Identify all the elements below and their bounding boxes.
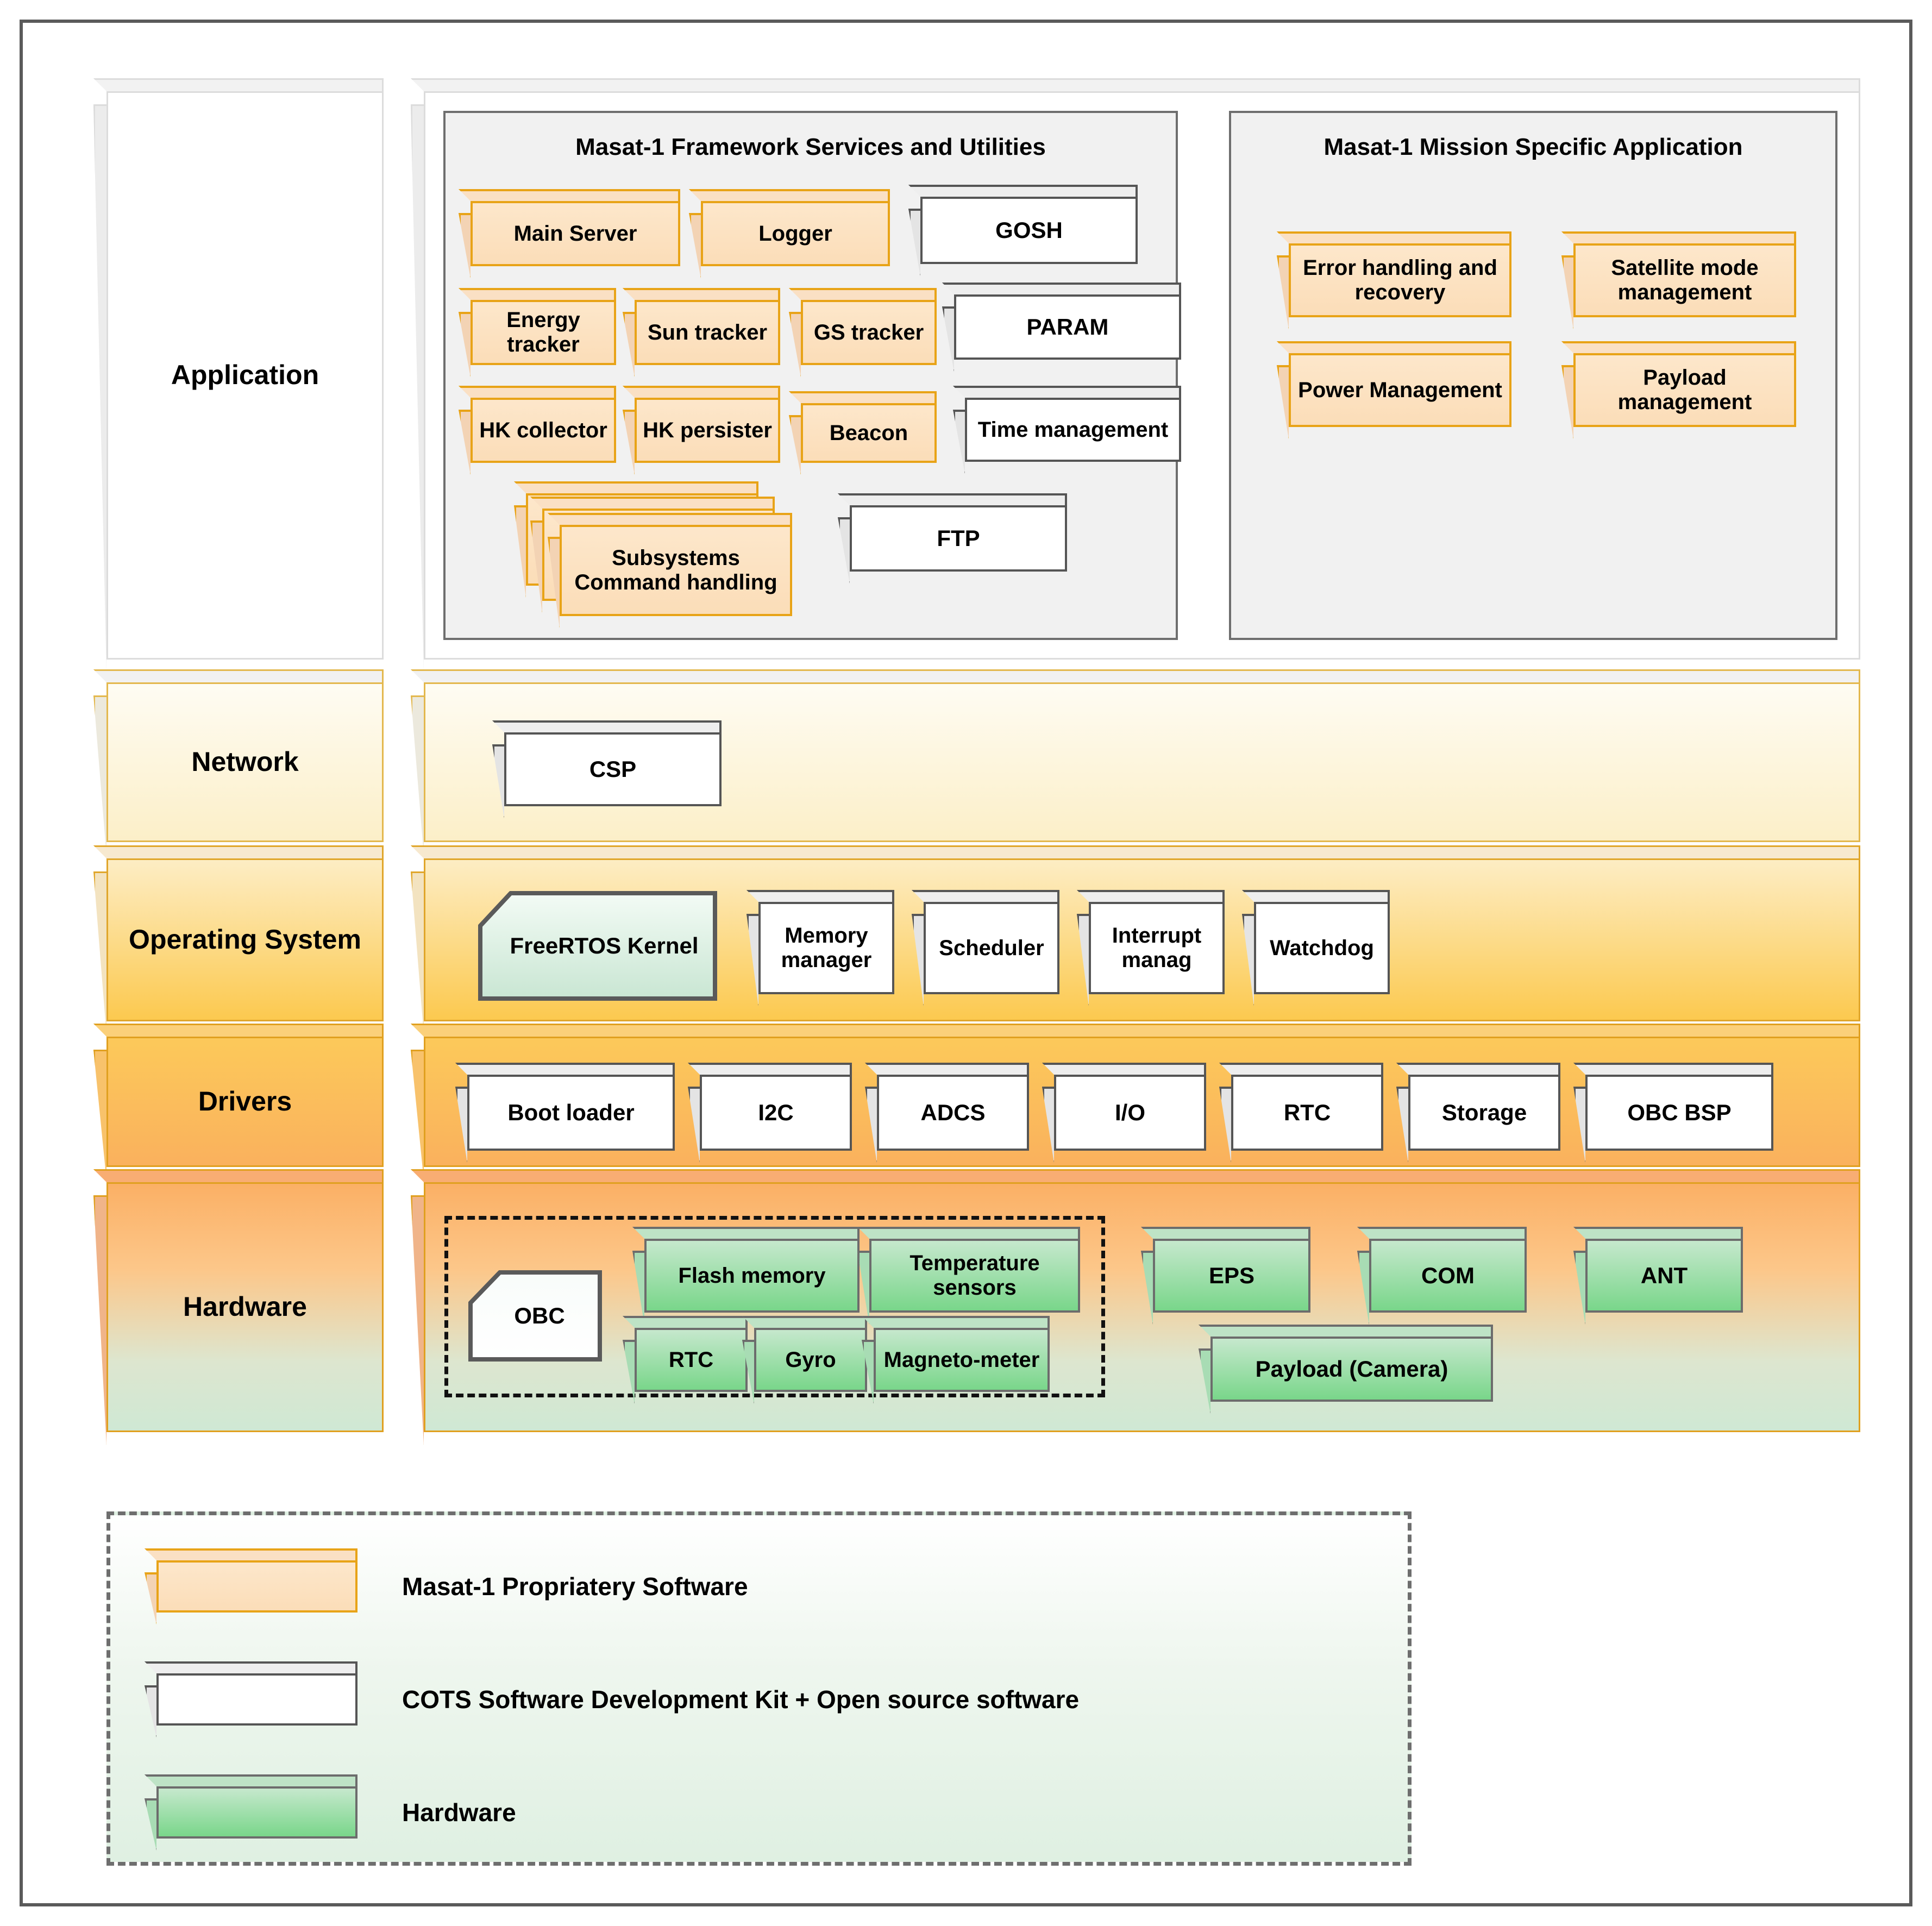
- legend-label-proprietary: Masat-1 Propriatery Software: [402, 1572, 748, 1601]
- hw-box-temperature-sensors[interactable]: Temperature sensors: [857, 1227, 1080, 1325]
- layer-label-drivers-text: Drivers: [106, 1037, 384, 1167]
- layer-label-hardware: Hardware: [93, 1169, 384, 1445]
- legend-label-hardware: Hardware: [402, 1798, 516, 1827]
- hw-box-eps[interactable]: EPS: [1141, 1227, 1310, 1325]
- app-box-gosh[interactable]: GOSH: [908, 185, 1138, 276]
- driver-box-i2c[interactable]: I2C: [688, 1063, 852, 1163]
- mission-specific-panel-title: Masat-1 Mission Specific Application: [1323, 134, 1743, 160]
- legend-swatch-cots: [145, 1661, 357, 1737]
- app-box-main-server[interactable]: Main Server: [459, 189, 680, 278]
- app-box-logger[interactable]: Logger: [689, 189, 890, 278]
- hw-box-payload-camera[interactable]: Payload (Camera): [1199, 1325, 1493, 1414]
- mission-box-payload-management[interactable]: Payload management: [1561, 341, 1796, 439]
- driver-box-boot-loader[interactable]: Boot loader: [455, 1063, 675, 1163]
- app-box-time-management[interactable]: Time management: [953, 386, 1181, 474]
- layer-label-network-text: Network: [106, 682, 384, 842]
- driver-box-io[interactable]: I/O: [1042, 1063, 1206, 1163]
- app-box-beacon[interactable]: Beacon: [789, 391, 937, 475]
- layer-label-operating-system-text: Operating System: [106, 858, 384, 1021]
- hw-box-ant[interactable]: ANT: [1573, 1227, 1743, 1325]
- os-box-freertos-kernel-label: FreeRTOS Kernel: [510, 933, 699, 959]
- hw-box-gyro[interactable]: Gyro: [742, 1316, 867, 1404]
- legend-swatch-proprietary: [145, 1548, 357, 1624]
- os-box-freertos-kernel[interactable]: FreeRTOS Kernel: [478, 891, 717, 1001]
- hw-box-magnetometer[interactable]: Magneto-meter: [862, 1316, 1050, 1404]
- obc-group-boundary: [444, 1216, 1105, 1397]
- driver-box-storage[interactable]: Storage: [1396, 1063, 1560, 1163]
- layer-label-hardware-text: Hardware: [106, 1182, 384, 1432]
- app-box-hk-persister[interactable]: HK persister: [623, 386, 780, 475]
- hw-box-com[interactable]: COM: [1357, 1227, 1527, 1325]
- driver-box-rtc[interactable]: RTC: [1219, 1063, 1383, 1163]
- hw-box-flash-memory[interactable]: Flash memory: [632, 1227, 860, 1325]
- network-box-csp[interactable]: CSP: [492, 720, 722, 818]
- mission-box-satellite-mode[interactable]: Satellite mode management: [1561, 231, 1796, 329]
- mission-box-power-management[interactable]: Power Management: [1277, 341, 1511, 439]
- hw-box-rtc[interactable]: RTC: [623, 1316, 748, 1404]
- app-box-gs-tracker[interactable]: GS tracker: [789, 288, 937, 377]
- legend-swatch-hardware: [145, 1774, 357, 1850]
- os-box-scheduler[interactable]: Scheduler: [912, 890, 1059, 1006]
- framework-services-panel-title: Masat-1 Framework Services and Utilities: [575, 134, 1046, 160]
- app-box-param[interactable]: PARAM: [942, 283, 1181, 372]
- hw-box-obc[interactable]: OBC: [468, 1270, 602, 1362]
- app-box-hk-collector[interactable]: HK collector: [459, 386, 616, 475]
- document-shape-icon: [478, 891, 717, 1001]
- layer-label-application-text: Application: [106, 91, 384, 660]
- os-box-interrupt-manager[interactable]: Interrupt manag: [1077, 890, 1225, 1006]
- driver-box-adcs[interactable]: ADCS: [865, 1063, 1029, 1163]
- os-box-memory-manager[interactable]: Memory manager: [747, 890, 894, 1006]
- legend-label-cots: COTS Software Development Kit + Open sou…: [402, 1685, 1080, 1714]
- app-box-sun-tracker[interactable]: Sun tracker: [623, 288, 780, 377]
- layer-label-application: Application: [93, 78, 384, 673]
- layer-label-operating-system: Operating System: [93, 845, 384, 1034]
- os-box-watchdog[interactable]: Watchdog: [1242, 890, 1390, 1006]
- driver-box-obc-bsp[interactable]: OBC BSP: [1573, 1063, 1773, 1163]
- hw-box-obc-label: OBC: [514, 1303, 565, 1329]
- app-box-energy-tracker[interactable]: Energy tracker: [459, 288, 616, 377]
- layer-label-network: Network: [93, 669, 384, 855]
- document-shape-icon: [468, 1270, 602, 1362]
- app-box-ftp[interactable]: FTP: [838, 493, 1067, 584]
- mission-box-error-handling[interactable]: Error handling and recovery: [1277, 231, 1511, 329]
- subsystems-stack-front[interactable]: Subsystems Command handling: [548, 513, 792, 628]
- layer-label-drivers: Drivers: [93, 1024, 384, 1180]
- app-box-subsystems-command-handling[interactable]: Subsystems Command handling: [514, 481, 819, 629]
